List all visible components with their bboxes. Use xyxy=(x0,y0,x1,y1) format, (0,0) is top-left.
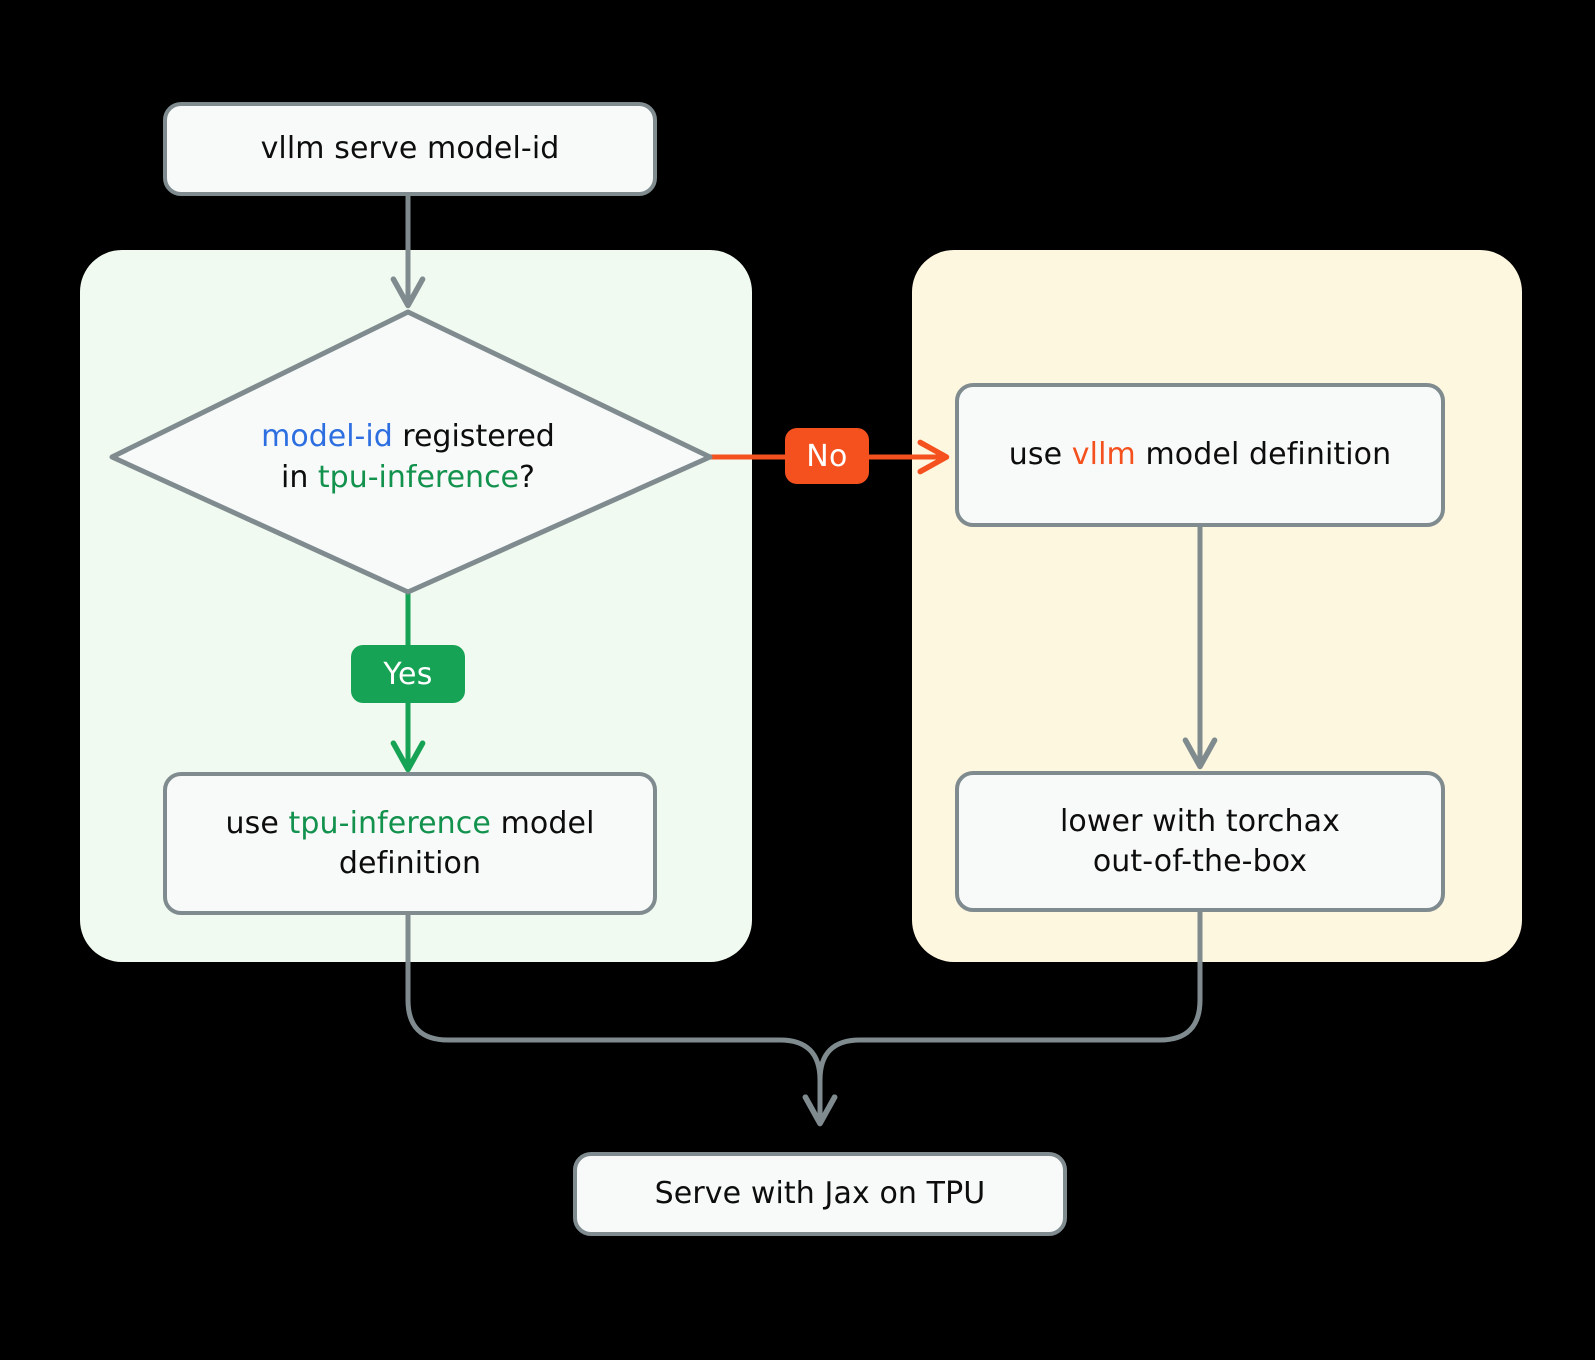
token-use: use xyxy=(225,805,289,841)
token-model: model xyxy=(490,805,595,841)
node-lower-with-torchax[interactable]: lower with torchax out-of-the-box xyxy=(955,771,1445,912)
token-question: ? xyxy=(519,460,535,495)
token-use-2: use xyxy=(1008,437,1072,473)
node-start[interactable]: vllm serve model-id xyxy=(163,102,657,196)
token-registered: registered xyxy=(392,419,555,455)
node-use-vllm-label: use vllm model definition xyxy=(995,435,1406,475)
node-start-label: vllm serve model-id xyxy=(260,131,560,167)
node-end-label: Serve with Jax on TPU xyxy=(654,1176,986,1212)
edge-label-yes: Yes xyxy=(351,645,465,703)
edge-label-no: No xyxy=(785,428,869,484)
node-use-tpu-inference-label: use tpu-inference model definition xyxy=(211,804,608,883)
token-vllm: vllm xyxy=(1071,437,1136,473)
token-model-definition: model definition xyxy=(1135,437,1392,473)
edge-label-no-text: No xyxy=(806,438,848,474)
node-serve-with-jax-on-tpu[interactable]: Serve with Jax on TPU xyxy=(573,1152,1067,1236)
edge-yes-branch-to-end xyxy=(405,915,838,1127)
node-lower-line2: out-of-the-box xyxy=(1092,843,1308,879)
node-use-vllm-model-definition[interactable]: use vllm model definition xyxy=(955,383,1445,527)
edge-label-yes-text: Yes xyxy=(383,656,433,692)
node-lower-line1: lower with torchax xyxy=(1060,803,1340,839)
node-decision[interactable]: model-id registered in tpu-inference? xyxy=(198,405,618,511)
token-definition: definition xyxy=(338,845,482,881)
node-lower-label: lower with torchax out-of-the-box xyxy=(1046,802,1354,881)
token-tpu-inference-2: tpu-inference xyxy=(288,805,491,841)
edge-lower-to-end xyxy=(802,912,1203,1127)
token-in: in xyxy=(281,460,318,495)
node-decision-label: model-id registered in tpu-inference? xyxy=(261,417,555,499)
token-tpu-inference: tpu-inference xyxy=(317,460,520,495)
token-model-id: model-id xyxy=(261,419,393,455)
node-use-tpu-inference-model-definition[interactable]: use tpu-inference model definition xyxy=(163,772,657,915)
